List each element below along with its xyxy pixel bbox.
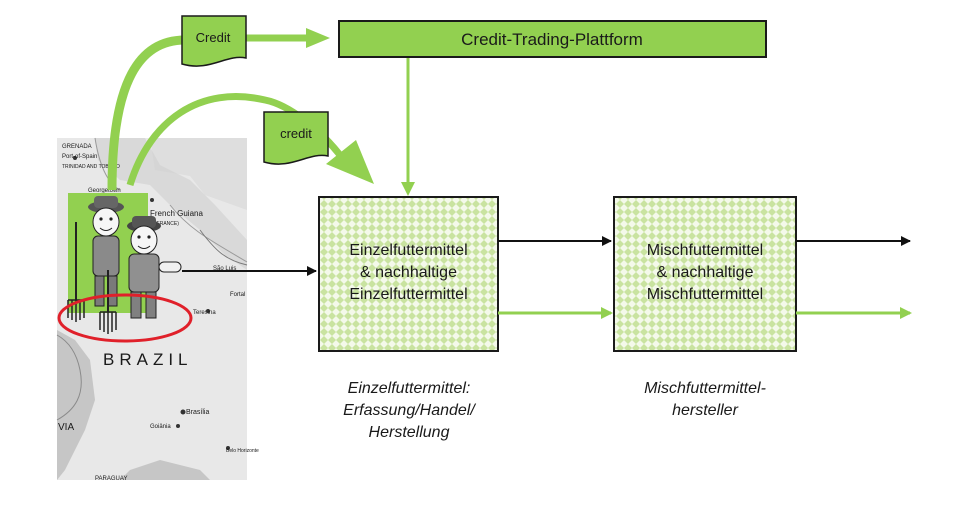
- map-label-france: (FRANCE): [155, 221, 179, 227]
- misch-line-2: & nachhaltige: [656, 264, 754, 281]
- credit-label-lower: credit: [280, 126, 312, 141]
- credit-trading-platform-box: Credit-Trading-Plattform: [338, 20, 767, 58]
- map-label-georgetown: Georgetown: [88, 188, 121, 194]
- map-label-sao-luis: São Luis: [213, 266, 236, 272]
- misch-caption-line-2: hersteller: [672, 402, 738, 419]
- einzel-line-1: Einzelfuttermittel: [349, 242, 468, 259]
- credit-document-upper: Credit: [181, 15, 247, 67]
- einzelfuttermittel-caption: Einzelfuttermittel: Erfassung/Handel/ He…: [309, 378, 509, 444]
- map-label-teresina: Teresina: [193, 310, 216, 316]
- mischfuttermittel-box-text: Mischfuttermittel & nachhaltige Mischfut…: [614, 240, 796, 306]
- map-label-fortal: Fortal: [230, 292, 245, 298]
- green-arrowhead-platform: [306, 28, 330, 48]
- einzelfuttermittel-box-text: Einzelfuttermittel & nachhaltige Einzelf…: [319, 240, 498, 306]
- map-label-french-guiana: French Guiana: [150, 209, 203, 218]
- green-arrowhead-down: [401, 182, 415, 196]
- credit-document-lower: credit: [263, 111, 329, 165]
- farmers-highlight-ellipse: [57, 293, 193, 343]
- misch-line-1: Mischfuttermittel: [646, 242, 764, 259]
- einzelfuttermittel-box: [318, 196, 499, 352]
- einzel-caption-line-2: Erfassung/Handel/: [343, 402, 475, 419]
- mischfuttermittel-caption: Mischfuttermittel- hersteller: [605, 378, 805, 422]
- misch-line-3: Mischfuttermittel: [646, 286, 764, 303]
- einzel-caption-line-3: Herstellung: [368, 424, 450, 441]
- platform-label: Credit-Trading-Plattform: [461, 30, 643, 49]
- farmers-image: [67, 193, 182, 334]
- mischfuttermittel-box: [613, 196, 797, 352]
- map-label-belo-horizonte: Belo Horizonte: [226, 448, 259, 454]
- green-arrowhead-lower: [326, 140, 374, 184]
- einzel-line-3: Einzelfuttermittel: [349, 286, 468, 303]
- map-label-paraguay: PARAGUAY: [95, 476, 127, 482]
- einzel-caption-line-1: Einzelfuttermittel:: [347, 380, 471, 397]
- einzel-line-2: & nachhaltige: [360, 264, 457, 281]
- map-label-goiania: Goiânia: [150, 424, 171, 430]
- map-label-port-of-spain: Port-of-Spain: [62, 154, 97, 160]
- map-country-label: BRAZIL: [103, 350, 193, 369]
- green-arrow-farmer-to-credit-upper: [107, 35, 186, 191]
- misch-caption-line-1: Mischfuttermittel-: [644, 380, 766, 397]
- map-label-trinidad: TRINIDAD AND TOBAGO: [62, 164, 120, 170]
- credit-label-upper: Credit: [196, 30, 231, 45]
- map-label-brasilia: Brasília: [186, 409, 209, 416]
- map-label-grenada: GRENADA: [62, 144, 92, 150]
- map-label-via: VIA: [58, 422, 74, 433]
